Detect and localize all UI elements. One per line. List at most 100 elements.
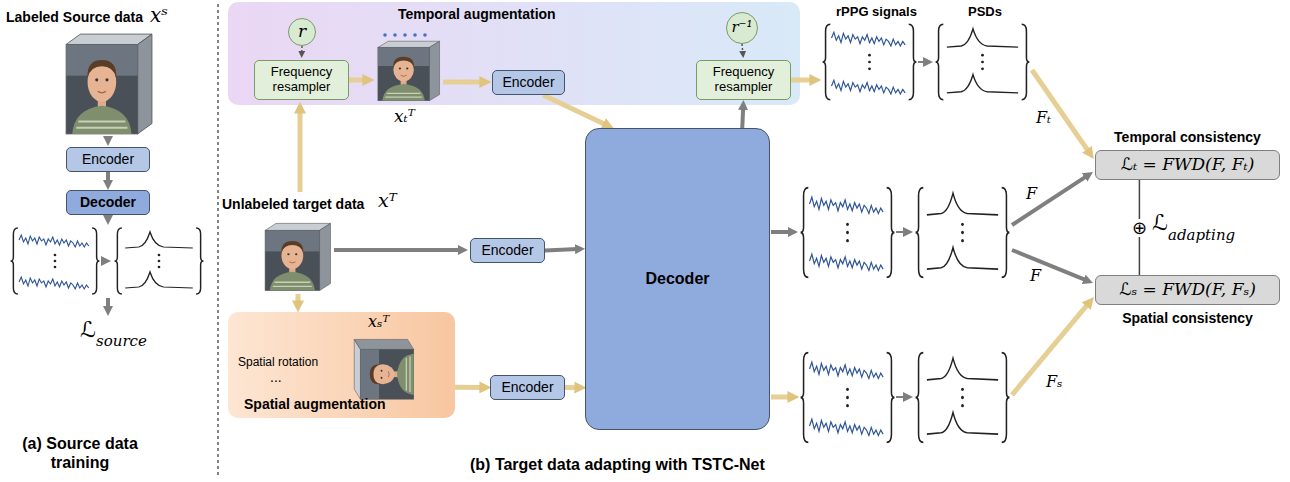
- node-text: r⁻¹: [731, 19, 752, 36]
- encoder-box: Encoder: [66, 147, 150, 172]
- rppg-signals: [823, 24, 917, 99]
- flow-arrow: [101, 260, 104, 262]
- math-symbol: xˢ: [150, 3, 168, 27]
- feature-label: F: [1026, 184, 1037, 203]
- psd-set: [916, 353, 1010, 443]
- flow-arrow: [771, 230, 791, 234]
- flow-arrow: [771, 395, 791, 400]
- flow-arrow: [298, 110, 303, 192]
- psd-set: [115, 228, 204, 294]
- flow-arrow: [1012, 176, 1087, 225]
- column-title: rPPG signals: [836, 4, 917, 20]
- encoder-box: Encoder: [490, 375, 565, 400]
- math-symbol: xₛᵀ: [368, 312, 389, 331]
- sampling-dot: [423, 33, 427, 37]
- sampling-dot: [413, 33, 417, 37]
- feature-label: Fₛ: [1046, 372, 1063, 391]
- node-text: ℒₜ = FWD(F, Fₜ): [1121, 155, 1255, 175]
- flow-arrow: [1012, 250, 1087, 280]
- flow-arrow: [788, 78, 813, 83]
- node-text: Decoder: [645, 270, 709, 288]
- node-text: Spatial rotation: [238, 356, 318, 370]
- encoder-box: Encoder: [492, 70, 565, 95]
- connector: [740, 107, 745, 128]
- rppg-signals: [801, 353, 895, 443]
- loss-symbol: ℒ: [1152, 210, 1168, 236]
- flow-arrow: [346, 78, 366, 83]
- node-text: Spatial consistency: [1096, 310, 1279, 326]
- flow-arrow: [106, 298, 110, 309]
- feature-label: Fₜ: [1036, 108, 1051, 127]
- connector: [741, 44, 743, 53]
- flow-arrow: [896, 396, 906, 398]
- flow-arrow: [1032, 70, 1089, 152]
- flow-arrow: [1012, 303, 1089, 395]
- sampling-dot: [383, 33, 387, 37]
- loss-subscript: adapting: [1168, 226, 1235, 244]
- math-symbol: xᵀ: [378, 189, 397, 212]
- loss-symbol: ℒ: [80, 317, 96, 343]
- sampling-dot: [403, 33, 407, 37]
- psd-set: [916, 188, 1010, 278]
- loss-subscript: source: [96, 332, 147, 350]
- resampler-box: Frequency resampler: [696, 60, 791, 100]
- node-text: ℒₛ = FWD(F, Fₛ): [1119, 280, 1256, 300]
- node-text: Encoder: [82, 151, 134, 167]
- psd-set: [936, 24, 1030, 99]
- node-text: Temporal augmentation: [398, 6, 556, 22]
- flow-arrow: [296, 294, 301, 304]
- edge-label: ⊕: [1131, 219, 1148, 237]
- panel-title: Labeled Source data: [6, 9, 143, 26]
- temporal-panel-fill: [228, 2, 800, 105]
- feature-label: F: [1030, 266, 1041, 285]
- column-title: PSDs: [968, 4, 1002, 20]
- augmentation-panel: Spatial augmentation Spatial rotation...: [228, 312, 455, 418]
- flow-arrow: [443, 80, 483, 85]
- panel-divider: [217, 4, 218, 478]
- connector: [301, 46, 303, 53]
- node-text: Spatial augmentation: [244, 396, 386, 412]
- connector: [565, 385, 578, 390]
- node-text: Encoder: [481, 242, 533, 258]
- panel-title: Unlabeled target data: [222, 196, 364, 213]
- source-face-clip: [66, 34, 152, 134]
- math-symbol: xₜᵀ: [394, 106, 415, 126]
- rppg-signals: [801, 188, 895, 278]
- node-text: Frequency resampler: [697, 65, 790, 95]
- flow-arrow: [918, 61, 926, 63]
- resampled-face-clip: [378, 41, 440, 101]
- encoder-box: Encoder: [470, 238, 545, 263]
- rotated-face-clip: [354, 339, 414, 399]
- flow-arrow: [896, 231, 906, 233]
- flow-arrow: [106, 136, 110, 139]
- ratio-circle: r: [288, 18, 316, 46]
- connector: [455, 385, 483, 390]
- loss-box: ℒₜ = FWD(F, Fₜ)Temporal consistency: [1095, 150, 1280, 180]
- node-text: Temporal consistency: [1096, 129, 1279, 145]
- decoder-box: Decoder: [585, 128, 770, 430]
- rppg-signals: [11, 228, 100, 294]
- connector: [106, 172, 110, 183]
- connector: [545, 249, 578, 250]
- flow-arrow: [106, 216, 110, 218]
- augmentation-panel: Temporal augmentation rFrequency resample…: [228, 2, 800, 105]
- resampler-box: Frequency resampler: [254, 60, 349, 100]
- loss-box: ℒₛ = FWD(F, Fₛ)Spatial consistency: [1095, 275, 1280, 305]
- sampling-dot: [393, 33, 397, 37]
- target-face-clip: [265, 223, 330, 290]
- sampling-dots: [383, 33, 427, 37]
- subfigure-caption: (a) Source data training: [5, 434, 155, 472]
- subfigure-caption: (b) Target data adapting with TSTC-Net: [470, 455, 765, 474]
- node-text: Encoder: [502, 74, 554, 90]
- node-text: Frequency resampler: [255, 65, 348, 95]
- node-text: Encoder: [501, 379, 553, 395]
- connector: [543, 95, 606, 125]
- spatial-panel-fill: [228, 312, 455, 418]
- node-text: r: [298, 22, 306, 42]
- decoder-box: Decoder: [66, 190, 150, 215]
- ratio-circle: r⁻¹: [726, 12, 758, 44]
- node-text: Decoder: [80, 194, 136, 210]
- flow-arrow: [334, 248, 461, 252]
- node-text: ...: [270, 369, 282, 385]
